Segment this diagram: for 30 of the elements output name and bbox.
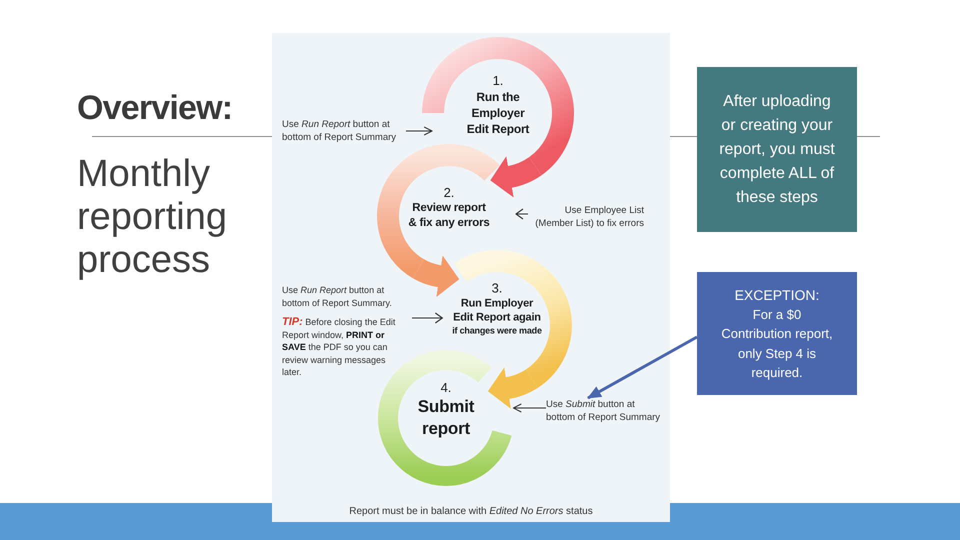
step-number: 3. [492, 280, 502, 296]
curved-arrow [490, 156, 542, 198]
exception-heading: EXCEPTION: [734, 286, 820, 304]
step-condition: if changes were made [452, 324, 542, 338]
step-title: Submit report [416, 396, 476, 440]
chevron-arrow [515, 208, 528, 220]
instruction-note: Use Employee List (Member List) to fix errors [528, 204, 644, 230]
step-number: 2. [444, 185, 454, 201]
step-title: Run the Employer Edit Report [466, 89, 530, 137]
exception-box [697, 272, 857, 395]
arrow [512, 404, 546, 412]
exception-text: For a $0 Contribution report, only Step 4 is required. [720, 306, 834, 382]
arrow [406, 126, 433, 136]
info-text: After uploading or creating your report, you must complete ALL of these steps [718, 92, 836, 208]
footnote: Report must be in balance with Edited No Errors status [349, 505, 593, 519]
step-number: 4. [440, 380, 452, 396]
instruction-note: Use Run Report button at bottom of Report Summary [282, 118, 406, 144]
curved-arrow [488, 368, 538, 409]
subtitle: Monthly reporting process [77, 153, 228, 282]
arrow [587, 336, 698, 400]
curved-arrow [413, 256, 460, 297]
chevron-arrow [412, 312, 443, 324]
step-number: 1. [492, 73, 504, 89]
step-title: Run Employer Edit Report again [452, 296, 542, 324]
tip-note: TIP: Before closing the Edit Report window, PRINT or SAVE the PDF so you can review warning messages later. [282, 316, 396, 378]
instruction-note: Use Run Report button at bottom of Report Summary. [282, 284, 393, 309]
info-box [697, 67, 857, 232]
slide-title: Overview: [77, 88, 232, 129]
instruction-note: Use Submit button at bottom of Report Summary [546, 398, 666, 424]
step-title: Review report & fix any errors [407, 201, 491, 231]
